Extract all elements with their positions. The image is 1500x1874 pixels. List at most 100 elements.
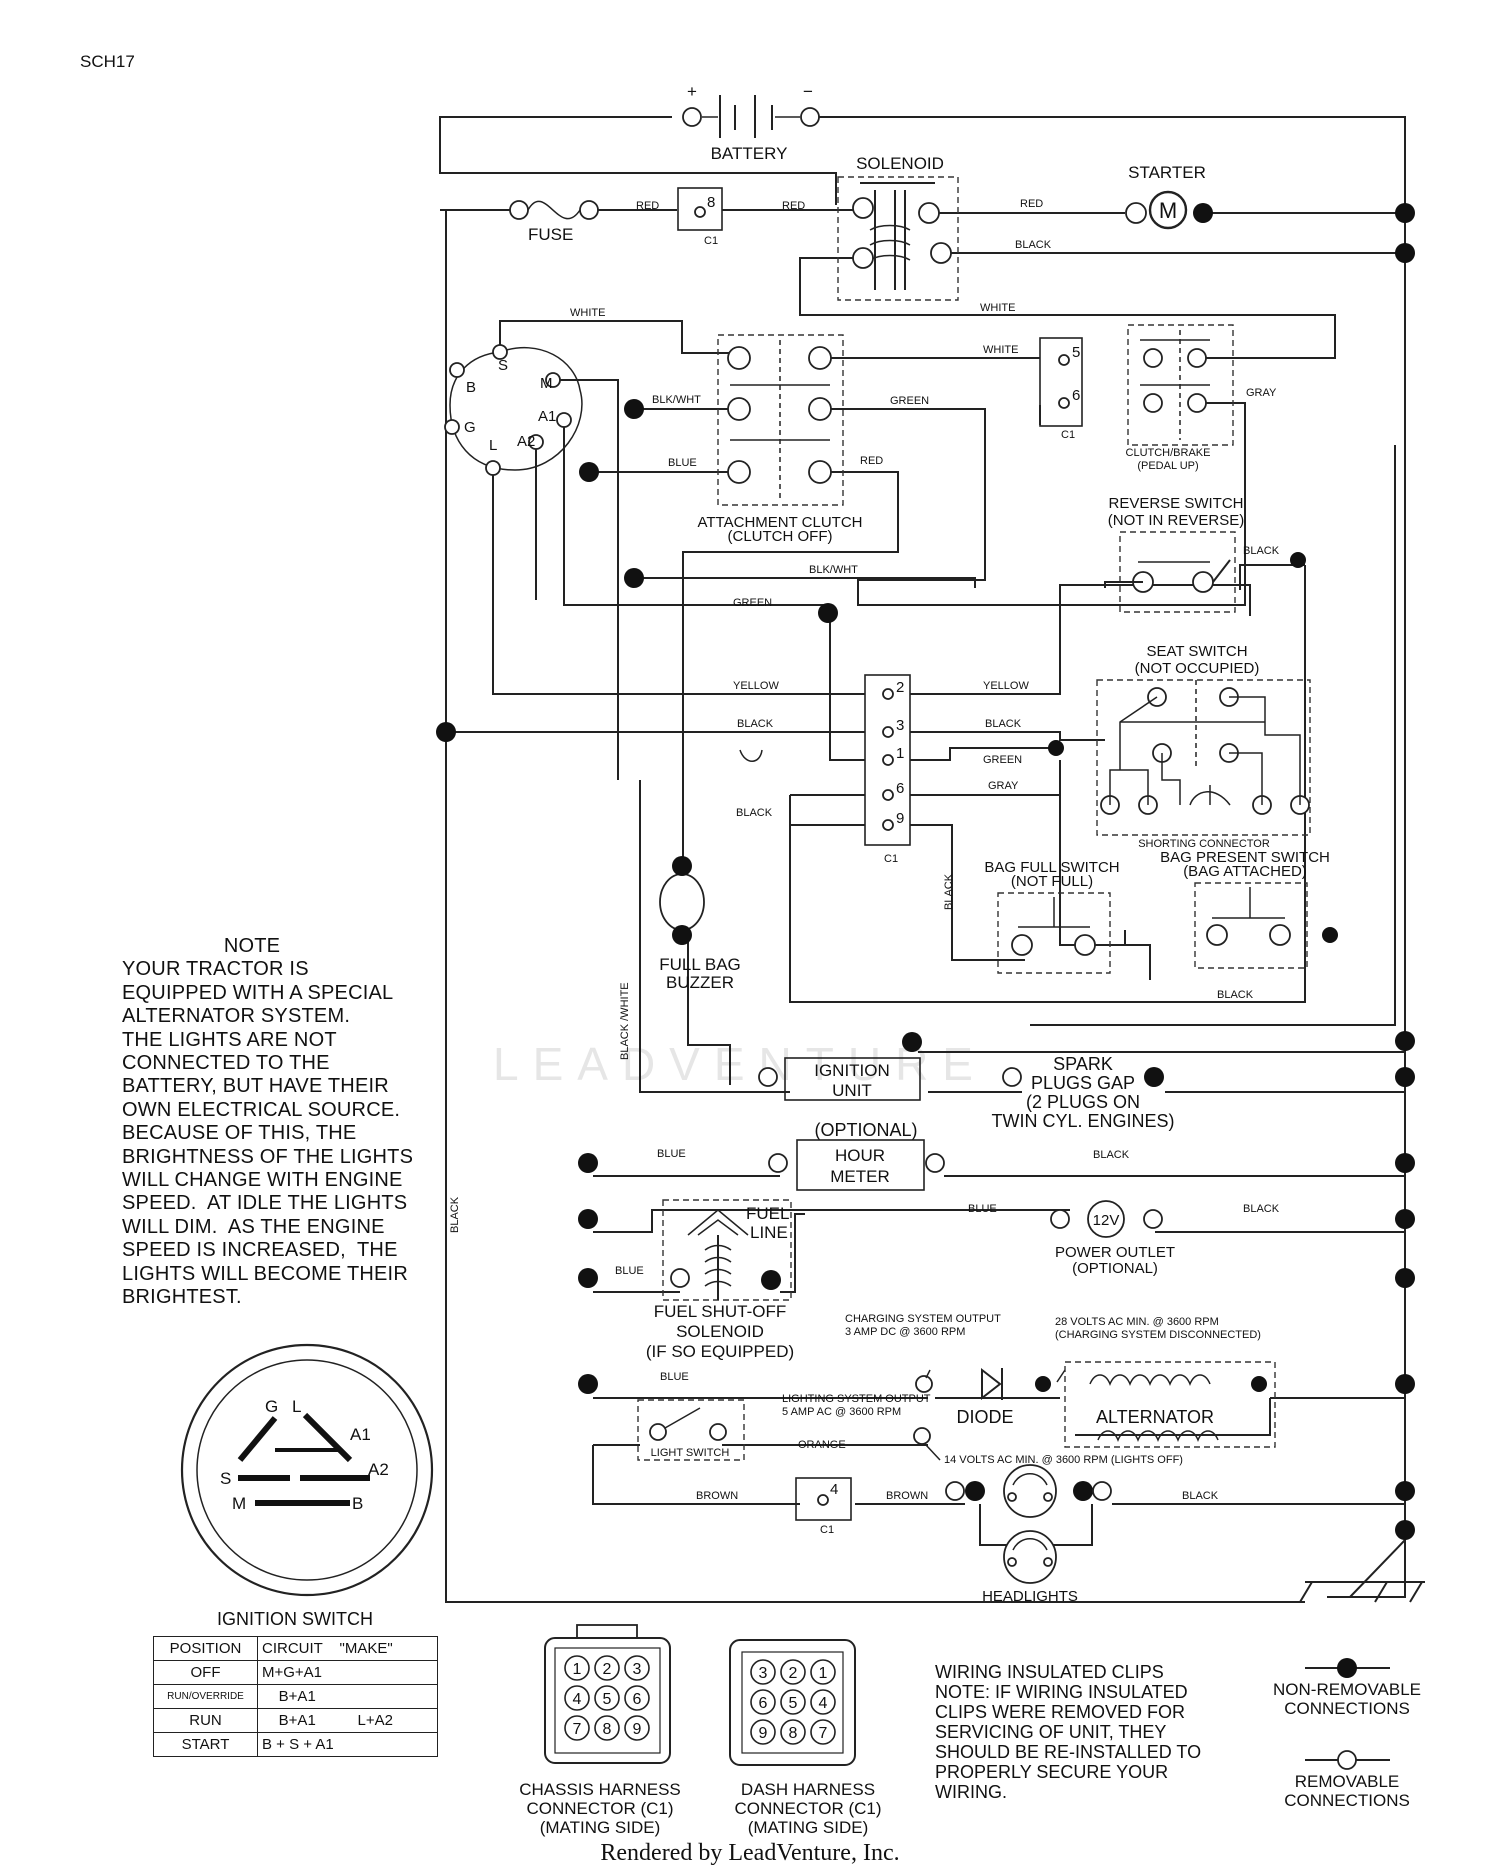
svg-text:SHOULD BE RE-INSTALLED TO: SHOULD BE RE-INSTALLED TO xyxy=(935,1742,1201,1762)
connector-pin xyxy=(810,1659,836,1685)
svg-text:RED: RED xyxy=(782,200,805,212)
svg-text:BROWN: BROWN xyxy=(696,1490,738,1502)
svg-text:BLUE: BLUE xyxy=(660,1371,689,1383)
ignition-switch-schematic: S M B A1 G L A2 xyxy=(444,344,583,476)
connector-pin xyxy=(780,1659,806,1685)
svg-text:G: G xyxy=(265,1397,278,1416)
svg-text:C1: C1 xyxy=(884,853,898,865)
svg-text:(CLUTCH OFF): (CLUTCH OFF) xyxy=(728,528,833,545)
svg-text:4: 4 xyxy=(830,1481,838,1498)
c1-right-bus xyxy=(1030,445,1396,1026)
svg-text:REMOVABLE: REMOVABLE xyxy=(1295,1772,1400,1791)
seat-switch: SEAT SWITCH (NOT OCCUPIED) SHORTING CONN… xyxy=(1096,643,1311,850)
bag-full-switch: BAG FULL SWITCH (NOT FULL) xyxy=(984,859,1120,974)
svg-text:BLACK: BLACK xyxy=(1217,989,1254,1001)
starter-motor: STARTER M xyxy=(1125,163,1213,230)
connector-pin-label: 8 xyxy=(789,1725,798,1742)
battery-positive-terminal xyxy=(682,107,702,127)
light-switch: LIGHT SWITCH LIGHTING SYSTEM OUTPUT 5 AM… xyxy=(637,1393,1183,1466)
svg-text:(MATING SIDE): (MATING SIDE) xyxy=(540,1818,661,1837)
svg-text:ORANGE: ORANGE xyxy=(798,1439,846,1451)
svg-text:GRAY: GRAY xyxy=(988,780,1019,792)
svg-text:CLUTCH/BRAKE: CLUTCH/BRAKE xyxy=(1126,447,1211,459)
svg-text:BLACK: BLACK xyxy=(1093,1149,1130,1161)
svg-text:(NOT IN REVERSE): (NOT IN REVERSE) xyxy=(1108,512,1244,529)
legend-non-removable-dot xyxy=(1337,1658,1357,1678)
spark-plugs: SPARK PLUGS GAP (2 PLUGS ON TWIN CYL. EN… xyxy=(991,1054,1174,1131)
svg-text:(BAG ATTACHED): (BAG ATTACHED) xyxy=(1183,863,1307,880)
c1-9-black-out xyxy=(910,824,1025,961)
connector-pin-label: 8 xyxy=(603,1721,612,1738)
svg-text:NOTE: IF WIRING INSULATED: NOTE: IF WIRING INSULATED xyxy=(935,1682,1188,1702)
footer-credit: Rendered by LeadVenture, Inc. xyxy=(600,1840,900,1866)
svg-text:RED: RED xyxy=(636,200,659,212)
svg-text:C1: C1 xyxy=(820,1524,834,1536)
svg-text:A2: A2 xyxy=(368,1460,389,1479)
svg-text:ATTACHMENT CLUTCH: ATTACHMENT CLUTCH xyxy=(698,514,863,531)
svg-text:A2: A2 xyxy=(517,433,535,450)
svg-text:BLUE: BLUE xyxy=(968,1203,997,1215)
c1-main-connector: 2 3 1 6 9 C1 xyxy=(864,674,911,865)
connector-pin xyxy=(564,1685,590,1711)
svg-text:BAG PRESENT SWITCH: BAG PRESENT SWITCH xyxy=(1160,849,1330,866)
junction-dots xyxy=(436,203,1415,1540)
ignition-switch-title: IGNITION SWITCH xyxy=(217,1609,373,1629)
connector-pin xyxy=(750,1659,776,1685)
svg-text:BLUE: BLUE xyxy=(657,1148,686,1160)
svg-text:SOLENOID: SOLENOID xyxy=(676,1322,764,1341)
charging-system: CHARGING SYSTEM OUTPUT 3 AMP DC @ 3600 R… xyxy=(845,1313,1276,1448)
battery-negative-wire xyxy=(810,116,1406,1598)
table-header-row: POSITION CIRCUIT "MAKE" xyxy=(153,1636,438,1661)
svg-text:12V: 12V xyxy=(1093,1212,1120,1229)
svg-text:BAG FULL SWITCH: BAG FULL SWITCH xyxy=(984,859,1119,876)
note-title: NOTE xyxy=(223,935,281,957)
table-row: OFF M+G+A1 xyxy=(153,1660,438,1685)
ground-symbol xyxy=(1299,1539,1425,1603)
connector-pin-label: 6 xyxy=(633,1691,642,1708)
battery: + − BATTERY xyxy=(682,82,820,163)
connector-pin xyxy=(624,1655,650,1681)
ac-green-wire xyxy=(820,408,1246,606)
svg-text:BLUE: BLUE xyxy=(615,1265,644,1277)
svg-text:1: 1 xyxy=(896,745,904,762)
svg-text:METER: METER xyxy=(830,1167,890,1186)
svg-text:CHASSIS HARNESS: CHASSIS HARNESS xyxy=(519,1780,681,1799)
blkwht-horizontal xyxy=(634,577,976,588)
svg-text:CONNECTOR (C1): CONNECTOR (C1) xyxy=(526,1799,673,1818)
svg-text:BLACK: BLACK xyxy=(737,718,774,730)
svg-text:C1: C1 xyxy=(1061,429,1075,441)
connector-pin xyxy=(564,1655,590,1681)
svg-text:SERVICING OF UNIT, THEY: SERVICING OF UNIT, THEY xyxy=(935,1722,1166,1742)
svg-text:POWER OUTLET: POWER OUTLET xyxy=(1055,1244,1175,1261)
svg-text:SPARK: SPARK xyxy=(1053,1054,1113,1074)
alternator-label: ALTERNATOR xyxy=(1096,1407,1214,1427)
c1-1-green-out xyxy=(910,747,1058,761)
battery-negative-terminal xyxy=(800,107,820,127)
legend: NON-REMOVABLE CONNECTIONS REMOVABLE CONN… xyxy=(1273,1658,1421,1810)
connector-pin xyxy=(810,1719,836,1745)
connector-pin-label: 4 xyxy=(573,1691,582,1708)
c1-3-black-out xyxy=(910,731,1105,741)
svg-text:WIRING INSULATED CLIPS: WIRING INSULATED CLIPS xyxy=(935,1662,1164,1682)
svg-text:G: G xyxy=(464,419,476,436)
svg-text:PLUGS GAP: PLUGS GAP xyxy=(1031,1073,1135,1093)
connector-pin-label: 1 xyxy=(819,1665,828,1682)
connector-pin-label: 9 xyxy=(759,1725,768,1742)
svg-text:L: L xyxy=(489,437,497,454)
svg-text:(IF SO EQUIPPED): (IF SO EQUIPPED) xyxy=(646,1342,794,1361)
svg-text:IGNITION: IGNITION xyxy=(814,1061,890,1080)
model-code: SCH17 xyxy=(80,52,135,71)
svg-text:3: 3 xyxy=(896,717,904,734)
c1-pin8-block: 8 C1 RED xyxy=(677,187,805,247)
svg-text:RED: RED xyxy=(1020,198,1043,210)
fuse: FUSE RED xyxy=(509,200,659,244)
svg-text:GRAY: GRAY xyxy=(1246,387,1277,399)
connector-pin xyxy=(564,1715,590,1741)
connector-pin-label: 3 xyxy=(633,1661,642,1678)
clutch-brake-gray-wire xyxy=(1197,402,1246,442)
svg-text:GREEN: GREEN xyxy=(983,754,1022,766)
fuel-shutoff-solenoid: FUEL LINE FUEL SHUT-OFF SOLENOID (IF SO … xyxy=(646,1199,794,1361)
ignition-m-wire xyxy=(553,379,619,780)
fuel-sol-black xyxy=(780,1213,805,1293)
